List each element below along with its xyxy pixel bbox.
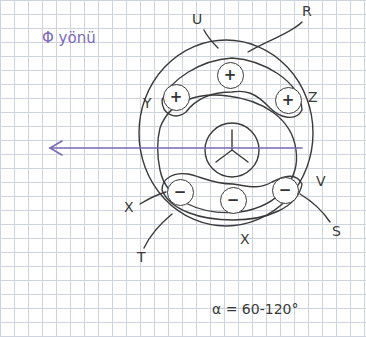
flux-direction-label: Φ yönü (42, 30, 96, 47)
polarity-sign: + (224, 67, 237, 84)
conductor-circle: + (217, 62, 244, 89)
terminal-label: X (240, 232, 250, 247)
terminal-label: Z (308, 90, 318, 105)
coil-group-minus (162, 174, 302, 220)
leader-line (204, 30, 218, 48)
stator-outline (139, 40, 313, 226)
polarity-sign: + (170, 89, 183, 106)
conductor-circle: − (272, 177, 299, 204)
leader-line (144, 214, 172, 248)
coil-group-plus (162, 58, 302, 117)
terminal-label: T (137, 250, 146, 265)
rotor (205, 123, 259, 177)
polarity-sign: − (279, 182, 292, 199)
leader-line (248, 22, 302, 52)
angle-note: α = 60-120° (212, 302, 298, 317)
rotor-winding (216, 130, 248, 162)
terminal-label: Y (143, 96, 152, 111)
flux-arrow (50, 141, 302, 155)
leader-line (140, 192, 166, 204)
polarity-sign: − (227, 192, 240, 209)
terminal-label: X (124, 200, 134, 215)
polarity-sign: + (282, 92, 295, 109)
polarity-sign: − (174, 184, 187, 201)
terminal-label: S (332, 224, 341, 239)
conductor-circle: + (163, 84, 190, 111)
terminal-label: R (302, 4, 312, 19)
leader-line (300, 194, 330, 222)
terminal-label: U (192, 12, 202, 27)
conductor-circle: + (275, 87, 302, 114)
conductor-circle: − (220, 187, 247, 214)
terminal-label: V (316, 174, 326, 189)
conductor-circle: − (167, 179, 194, 206)
